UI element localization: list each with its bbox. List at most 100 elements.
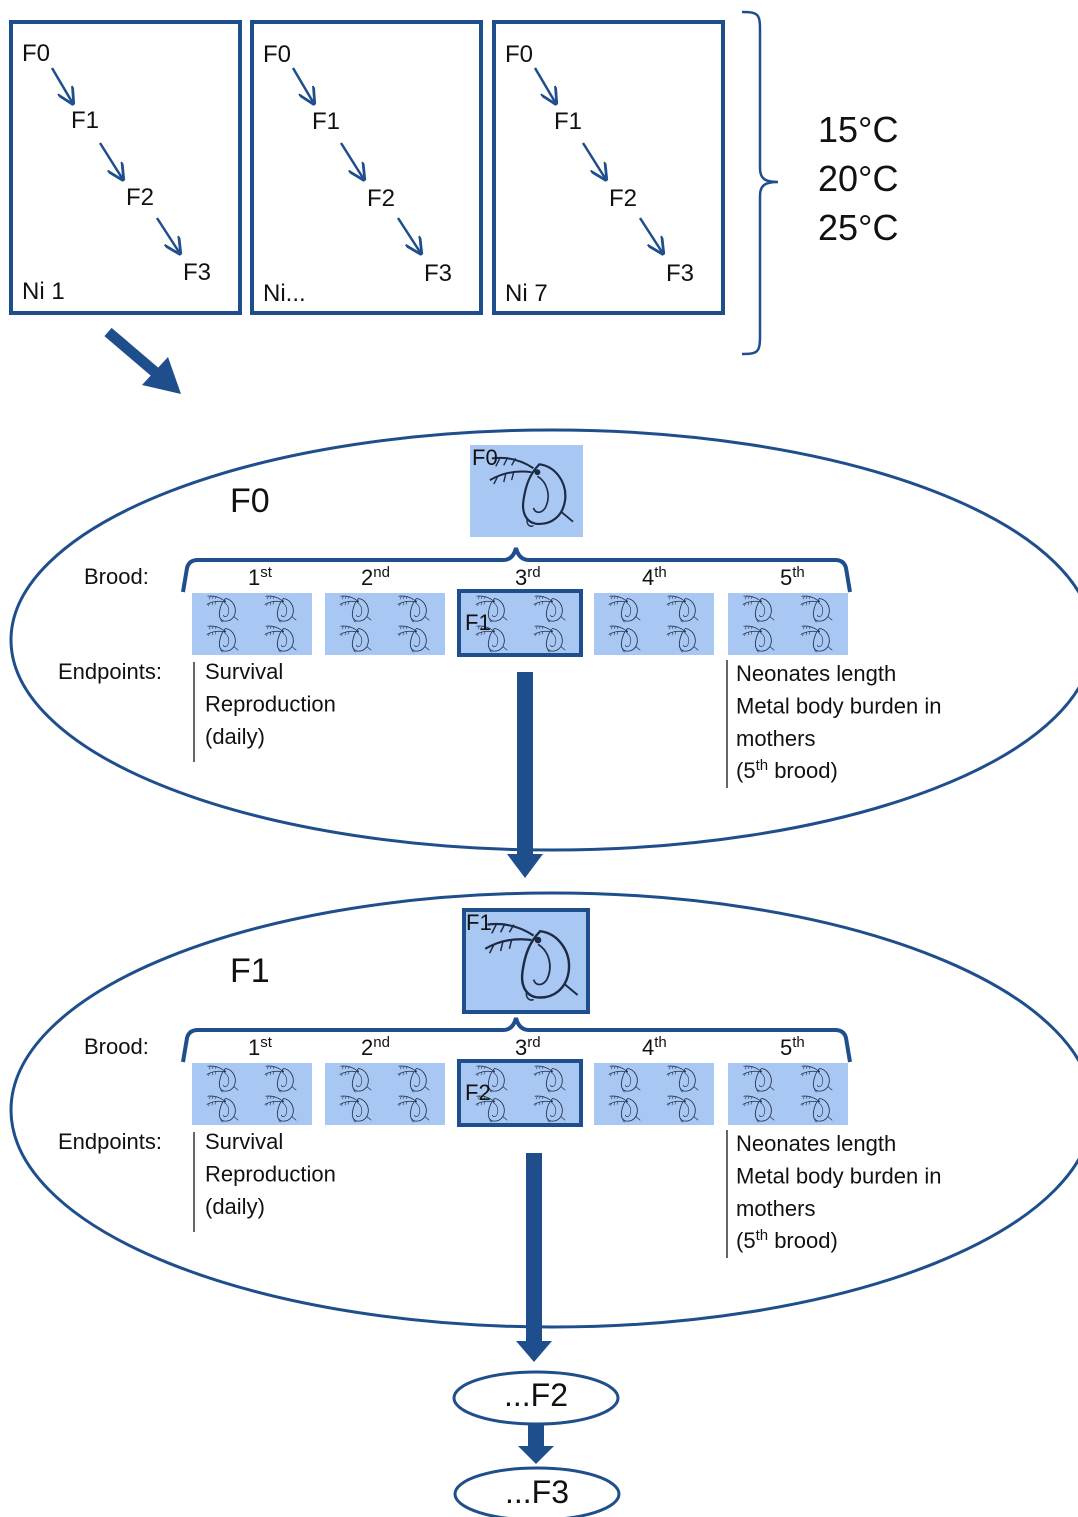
temperature-label: 20°C — [818, 158, 898, 199]
next-generation-label: ...F3 — [505, 1474, 569, 1510]
brood-thumbnail — [325, 1063, 445, 1125]
temperature-label: 15°C — [818, 109, 898, 150]
top-boxes — [9, 20, 725, 315]
brood-ordinal: 2nd — [361, 1034, 390, 1060]
brood-ordinal-suffix: rd — [527, 564, 540, 581]
brood-ordinal-suffix: nd — [373, 1034, 390, 1051]
selected-brood-thumbnail — [457, 589, 583, 657]
brood-ordinal-number: 1 — [248, 565, 260, 590]
endpoints-label: Endpoints: — [58, 1129, 162, 1154]
brood-ordinal-number: 4 — [642, 1035, 654, 1060]
brood-ordinal-suffix: rd — [527, 1034, 540, 1051]
brood-ordinal: 1st — [248, 564, 273, 590]
box-gen-label: F3 — [666, 260, 694, 287]
parent-daphnia-label: F1 — [466, 910, 492, 935]
brood-label: Brood: — [84, 1034, 149, 1059]
generation-title: F1 — [230, 952, 270, 990]
box-gen-label: F0 — [505, 41, 533, 68]
endpoint-note-sup: th — [756, 757, 769, 774]
box-gen-label: F3 — [424, 260, 452, 287]
brood-ordinal-suffix: th — [654, 1034, 667, 1051]
top-box-frame — [9, 20, 242, 315]
box-gen-label: F1 — [312, 108, 340, 135]
brood-ordinal-number: 5 — [780, 565, 792, 590]
temperature-label: 25°C — [818, 207, 898, 248]
brood-ordinal: 3rd — [515, 564, 541, 590]
brood-ordinal-number: 2 — [361, 1035, 373, 1060]
parent-daphnia-label: F0 — [472, 445, 498, 470]
small-generation-arrows — [50, 67, 662, 252]
endpoint-right-note: (5th brood) — [736, 757, 838, 783]
endpoint-right-item: Metal body burden in — [736, 694, 941, 719]
endpoint-right-item: mothers — [736, 726, 815, 751]
brood-thumbnail — [728, 593, 848, 655]
next-generation-ellipse — [452, 1370, 620, 1426]
endpoint-right-item: Neonates length — [736, 661, 896, 686]
brood-label: Brood: — [84, 564, 149, 589]
brood-thumbnail — [594, 1063, 714, 1125]
brood-ordinal-suffix: th — [792, 564, 805, 581]
endpoint-right-item: mothers — [736, 1196, 815, 1221]
brood-thumbnail — [192, 593, 312, 655]
box-gen-label: F2 — [126, 184, 154, 211]
brood-thumbnail — [192, 1063, 312, 1125]
box-gen-label: F3 — [183, 259, 211, 286]
endpoint-note-sup: th — [756, 1227, 769, 1244]
endpoint-note-close: brood) — [768, 758, 838, 783]
brood-ordinal-suffix: th — [792, 1034, 805, 1051]
brood-ordinal: 4th — [642, 1034, 667, 1060]
selected-brood-thumbnail — [457, 1059, 583, 1127]
selected-brood-label: F1 — [465, 610, 491, 635]
endpoint-left-item: (daily) — [205, 1194, 265, 1219]
top-box-frame — [250, 20, 483, 315]
brood-thumbnail — [594, 593, 714, 655]
brood-ordinal-suffix: nd — [373, 564, 390, 581]
generation-arrow — [507, 672, 543, 878]
endpoint-right-item: Neonates length — [736, 1131, 896, 1156]
box-gen-label: F2 — [367, 185, 395, 212]
endpoint-left-item: Survival — [205, 1129, 283, 1154]
box-ni-label: Ni 7 — [505, 280, 548, 307]
box-gen-label: F1 — [554, 108, 582, 135]
brood-bracket — [181, 547, 852, 593]
endpoint-left-item: (daily) — [205, 724, 265, 749]
generation-title: F0 — [230, 482, 270, 520]
box-gen-label: F2 — [609, 185, 637, 212]
brood-thumbnail — [325, 593, 445, 655]
brood-ordinal: 4th — [642, 564, 667, 590]
next-generation-label: ...F2 — [504, 1377, 568, 1413]
endpoint-left-item: Reproduction — [205, 692, 336, 717]
brood-ordinal-suffix: st — [260, 564, 273, 581]
endpoint-left-item: Survival — [205, 659, 283, 684]
brood-ordinal-suffix: st — [260, 1034, 273, 1051]
brood-ordinal: 5th — [780, 1034, 805, 1060]
top-box-frame — [492, 20, 725, 315]
endpoint-note-open: (5 — [736, 1228, 756, 1253]
brood-ordinal: 1st — [248, 1034, 273, 1060]
endpoint-right-note: (5th brood) — [736, 1227, 838, 1253]
brood-ordinal-number: 4 — [642, 565, 654, 590]
endpoints-label: Endpoints: — [58, 659, 162, 684]
box-gen-label: F0 — [22, 40, 50, 67]
brood-ordinal-number: 3 — [515, 565, 527, 590]
brood-ordinal-number: 2 — [361, 565, 373, 590]
brood-ordinal-suffix: th — [654, 564, 667, 581]
generation-ellipse-f0 — [9, 428, 1078, 852]
endpoint-right-item: Metal body burden in — [736, 1164, 941, 1189]
endpoint-note-close: brood) — [768, 1228, 838, 1253]
temperature-brace — [741, 10, 779, 356]
brood-thumbnail — [728, 1063, 848, 1125]
next-generation-ellipse — [453, 1466, 621, 1517]
box-gen-label: F1 — [71, 107, 99, 134]
generation-arrow — [518, 1424, 554, 1464]
brood-ordinal-number: 3 — [515, 1035, 527, 1060]
selected-brood-label: F2 — [465, 1080, 491, 1105]
brood-ordinal: 3rd — [515, 1034, 541, 1060]
selection-arrow — [104, 327, 181, 394]
generation-arrow — [516, 1153, 552, 1362]
endpoint-note-open: (5 — [736, 758, 756, 783]
brood-ordinal: 5th — [780, 564, 805, 590]
brood-ordinal-number: 5 — [780, 1035, 792, 1060]
